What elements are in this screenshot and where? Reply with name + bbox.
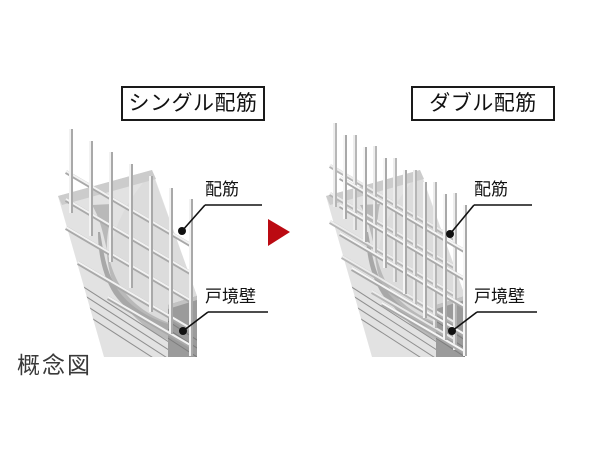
figure-caption: 概念図 (17, 353, 92, 379)
panel-title-single: シングル配筋 (121, 86, 265, 121)
callout-label-rebar-double: 配筋 (474, 180, 508, 200)
right-triangle-arrow-icon (268, 219, 290, 246)
callout-leader-rebar-left (181, 204, 262, 232)
callout-label-rebar-single: 配筋 (205, 180, 239, 200)
callout-dot-rebar-right (446, 230, 454, 238)
callout-leader-wall-left (182, 311, 268, 332)
rebar-mesh-double-back (328, 123, 458, 350)
callout-label-party-wall-double: 戸境壁 (474, 287, 525, 307)
wall-body-right (326, 170, 465, 357)
callout-dot-wall-left (179, 327, 187, 335)
rebar-mesh-single (64, 129, 194, 356)
rebar-mesh-double-front (338, 135, 468, 356)
callout-leader-rebar-right (449, 204, 532, 235)
panel-title-double: ダブル配筋 (411, 86, 555, 121)
callout-label-party-wall-single: 戸境壁 (205, 287, 256, 307)
callout-leader-wall-right (451, 311, 537, 332)
callout-dot-rebar-left (178, 227, 186, 235)
callout-dot-wall-right (448, 327, 456, 335)
